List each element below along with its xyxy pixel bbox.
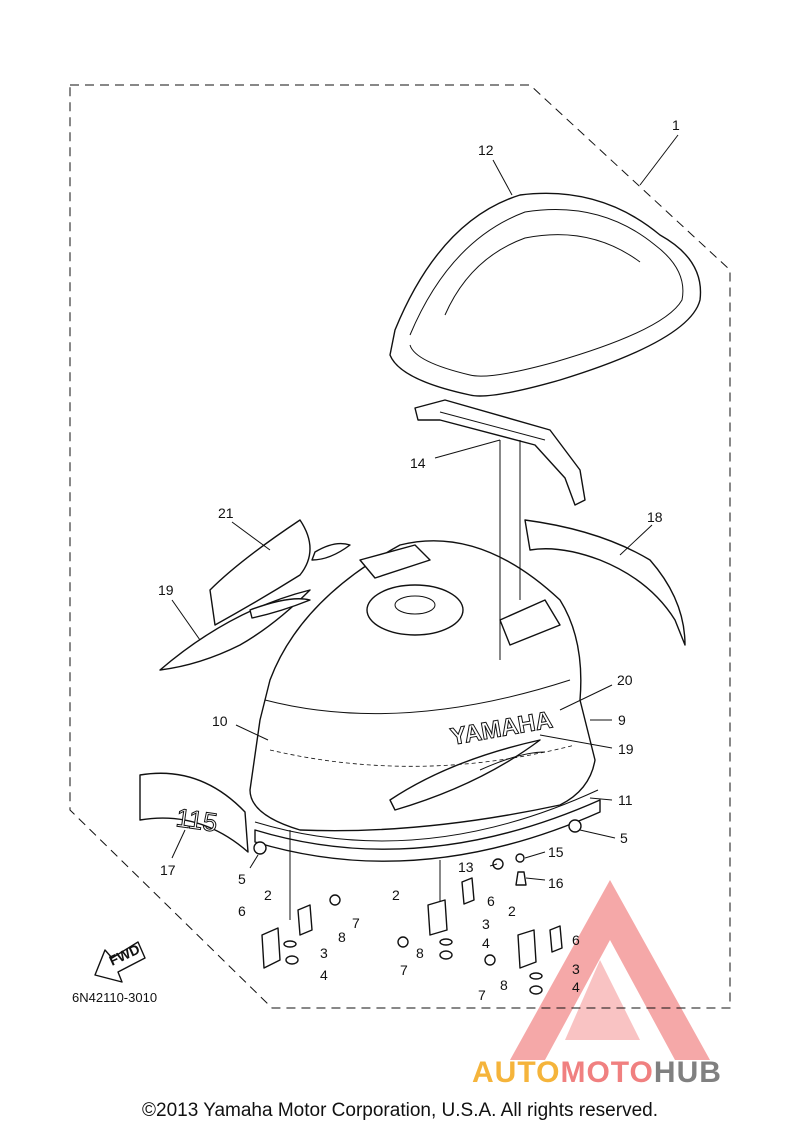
reference-code: 6N42110-3010 — [72, 990, 158, 1005]
fwd-arrow-icon: FWD — [94, 941, 146, 983]
copyright-notice: ©2013 Yamaha Motor Corporation, U.S.A. A… — [142, 1100, 658, 1121]
callout-8b: 8 — [416, 945, 424, 961]
part-14-bracket — [414, 399, 586, 506]
watermark-brand: AUTOMOTOHUB — [472, 1056, 722, 1090]
callout-7a: 7 — [352, 915, 360, 931]
callout-18: 18 — [647, 509, 663, 525]
callout-3a: 3 — [320, 945, 328, 961]
part-21-decal — [209, 519, 351, 626]
callout-21: 21 — [218, 505, 234, 521]
callout-5b: 5 — [238, 871, 246, 887]
callout-8c: 8 — [500, 977, 508, 993]
callout-9: 9 — [618, 712, 626, 728]
part-18-rear-trim — [524, 519, 686, 646]
callout-3b: 3 — [482, 916, 490, 932]
callout-7b: 7 — [400, 962, 408, 978]
assembly-boundary — [69, 84, 731, 1009]
callout-10: 10 — [212, 713, 228, 729]
callout-numbers: 1 12 14 21 18 19 20 10 9 19 11 5 17 5 13… — [158, 117, 680, 1003]
callout-3c: 3 — [572, 961, 580, 977]
callout-13: 13 — [458, 859, 474, 875]
callout-11: 11 — [618, 792, 633, 808]
callout-19b: 19 — [618, 741, 634, 757]
callout-16: 16 — [548, 875, 564, 891]
callout-2a: 2 — [264, 887, 272, 903]
callout-6a: 6 — [238, 903, 246, 919]
hardware-group — [253, 819, 582, 995]
callout-17: 17 — [160, 862, 176, 878]
watermark-moto: MOTO — [560, 1056, 654, 1089]
watermark-auto: AUTO — [472, 1056, 561, 1089]
leader-lines — [171, 134, 679, 881]
part-9-top-cowling — [249, 540, 596, 832]
part-12-top-cover — [389, 192, 702, 397]
callout-2c: 2 — [508, 903, 516, 919]
part-11-seal — [254, 789, 601, 862]
decal-model-text: 115 — [174, 802, 219, 837]
callout-4a: 4 — [320, 967, 328, 983]
callout-12: 12 — [478, 142, 494, 158]
callout-8a: 8 — [338, 929, 346, 945]
callout-1: 1 — [672, 117, 680, 133]
part-17-emblem-plate — [139, 772, 249, 853]
callout-20: 20 — [617, 672, 633, 688]
callout-14: 14 — [410, 455, 426, 471]
callout-5a: 5 — [620, 830, 628, 846]
callout-15: 15 — [548, 844, 564, 860]
callout-6b: 6 — [487, 893, 495, 909]
callout-4b: 4 — [482, 935, 490, 951]
callout-2b: 2 — [392, 887, 400, 903]
part-19-stripe — [159, 589, 311, 671]
callout-7c: 7 — [478, 987, 486, 1003]
watermark-hub: HUB — [653, 1056, 722, 1089]
callout-6c: 6 — [572, 932, 580, 948]
callout-19a: 19 — [158, 582, 174, 598]
watermark-logo-icon — [510, 880, 710, 1060]
callout-4c: 4 — [572, 979, 580, 995]
